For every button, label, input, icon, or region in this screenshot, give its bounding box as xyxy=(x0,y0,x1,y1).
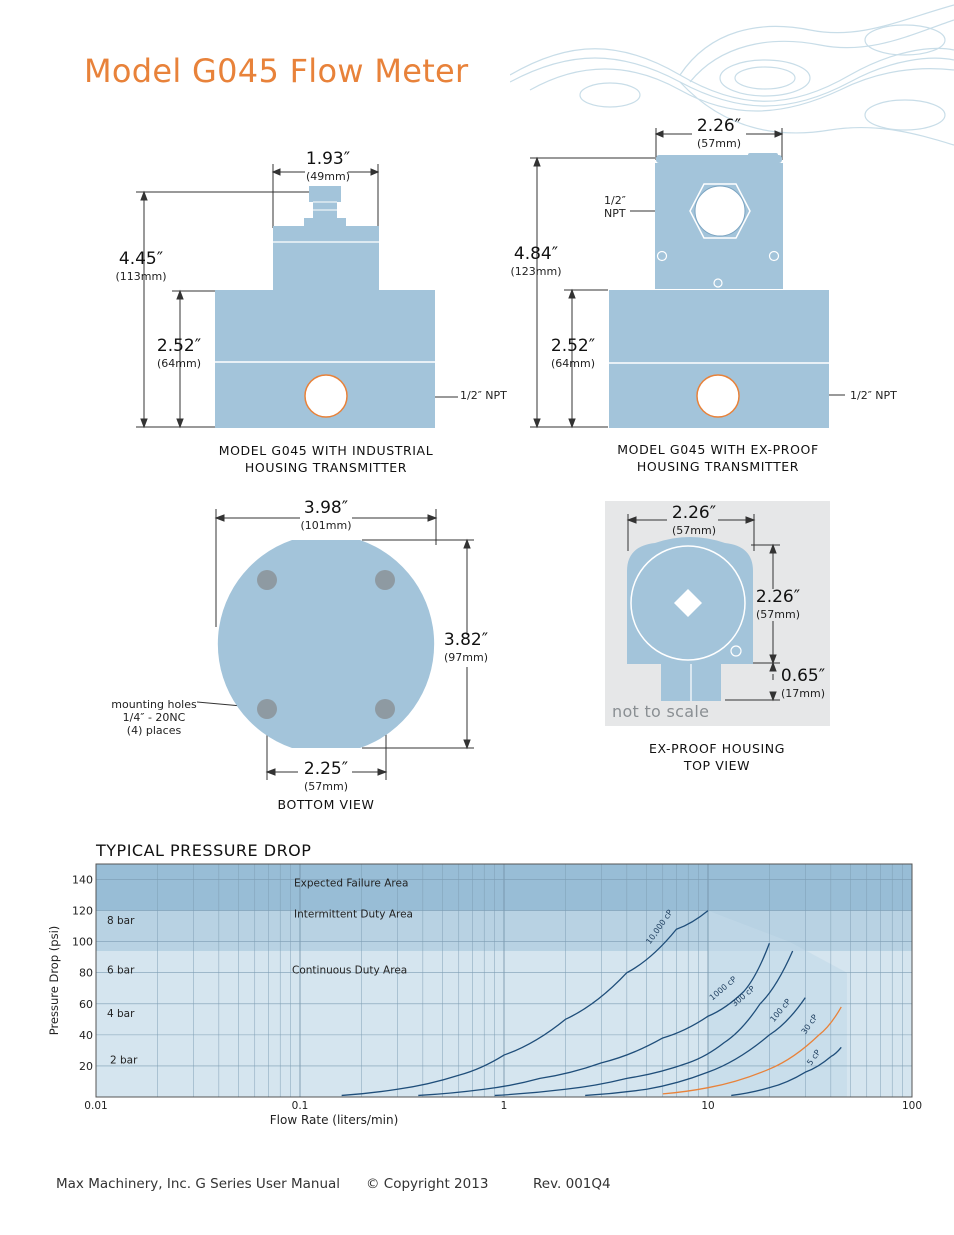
exproof-housing-drawing xyxy=(530,128,845,429)
x-axis-label: Flow Rate (liters/min) xyxy=(270,1113,399,1127)
y-tick-label: 100 xyxy=(72,936,93,949)
bar-label: 2 bar xyxy=(110,1055,138,1067)
bottom-width-dim: 3.98″(101mm) xyxy=(300,498,352,532)
y-tick-label: 60 xyxy=(79,998,93,1011)
plot-frame xyxy=(95,863,913,1098)
bar-label: 8 bar xyxy=(107,915,135,927)
chart-section-title: TYPICAL PRESSURE DROP xyxy=(96,841,312,860)
bar-label: 6 bar xyxy=(107,965,135,977)
topview-width-dim: 2.26″(57mm) xyxy=(671,503,717,537)
footer-revision: Rev. 001Q4 xyxy=(533,1176,611,1192)
series-line xyxy=(494,950,794,1097)
topview-drawing xyxy=(626,514,780,702)
x-tick-label: 0.1 xyxy=(292,1100,309,1112)
y-tick-label: 140 xyxy=(72,874,93,887)
area-label: Continuous Duty Area xyxy=(292,965,407,977)
exproof-port-label: 1/2″ NPT xyxy=(850,389,897,402)
bottom-view-drawing xyxy=(196,509,474,780)
series-line xyxy=(731,1046,842,1097)
exproof-width-dim: 2.26″(57mm) xyxy=(696,116,742,150)
industrial-height-dim: 4.45″(113mm) xyxy=(115,249,167,283)
x-tick-label: 1 xyxy=(501,1100,508,1112)
x-tick-label: 10 xyxy=(701,1100,714,1112)
decorative-wave-pattern xyxy=(510,4,954,146)
y-tick-label: 80 xyxy=(79,967,93,980)
exproof-body-dim: 2.52″(64mm) xyxy=(550,336,596,370)
topview-height-dim: 2.26″(57mm) xyxy=(755,587,801,621)
industrial-port-label: 1/2″ NPT xyxy=(460,389,507,402)
y-tick-label: 40 xyxy=(79,1029,93,1042)
footer-copyright: © Copyright 2013 xyxy=(366,1176,489,1192)
area-label: Expected Failure Area xyxy=(294,878,408,890)
page-title: Model G045 Flow Meter xyxy=(84,52,469,90)
exproof-npt-label: 1/2″NPT xyxy=(604,194,626,220)
x-tick-label: 0.01 xyxy=(84,1100,107,1112)
bottom-height-dim: 3.82″(97mm) xyxy=(443,630,489,664)
industrial-width-dim: 1.93″(49mm) xyxy=(305,149,351,183)
y-tick-label: 20 xyxy=(79,1060,93,1073)
y-axis-label: Pressure Drop (psi) xyxy=(47,926,61,1036)
x-tick-label: 100 xyxy=(902,1100,922,1112)
footer-manual: Max Machinery, Inc. G Series User Manual xyxy=(56,1176,341,1192)
industrial-body-dim: 2.52″(64mm) xyxy=(156,336,202,370)
exproof-height-dim: 4.84″(123mm) xyxy=(510,244,562,278)
series-line xyxy=(418,942,771,1097)
series-line xyxy=(662,1006,842,1095)
not-to-scale-note: not to scale xyxy=(612,702,710,721)
series-line xyxy=(585,997,806,1097)
bottom-view-caption: BOTTOM VIEW xyxy=(277,797,375,812)
bottom-spacing-dim: 2.25″(57mm) xyxy=(303,759,349,793)
topview-stub-dim: 0.65″(17mm) xyxy=(780,666,826,700)
area-label: Intermittent Duty Area xyxy=(294,909,413,921)
y-tick-label: 120 xyxy=(72,905,93,918)
industrial-housing-drawing xyxy=(136,164,458,429)
series-line xyxy=(341,910,709,1097)
bar-label: 4 bar xyxy=(107,1008,135,1020)
